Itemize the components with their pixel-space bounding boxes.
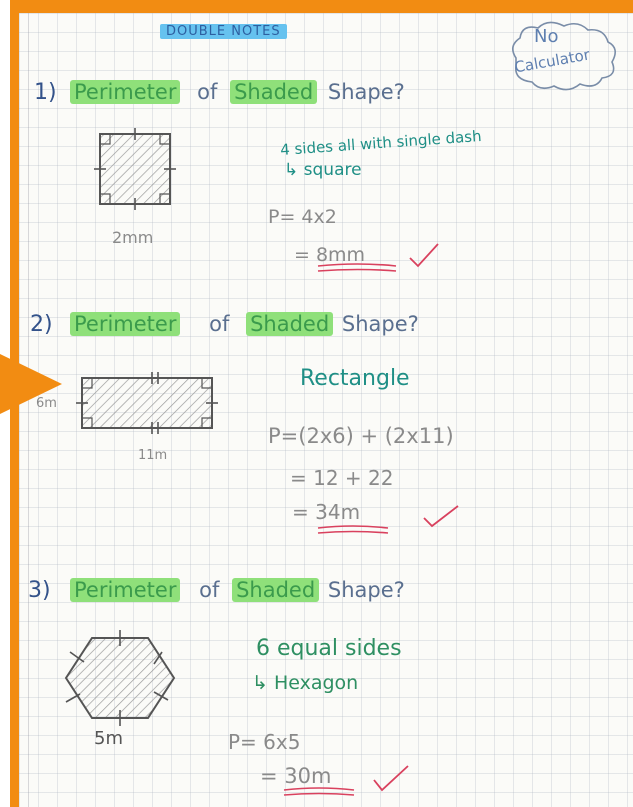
arrow-pointer-icon [0, 354, 62, 414]
section-3-title: Perimeter of Shaded Shape? [70, 578, 405, 602]
square-diagram [94, 128, 176, 210]
section-1-title: Perimeter of Shaded Shape? [70, 80, 405, 104]
section-3-note-line2: ↳ Hexagon [252, 672, 359, 694]
section-2-note-line1: Rectangle [300, 366, 410, 391]
section-3-answer: = 30m [260, 764, 332, 788]
section-1-answer: = 8mm [294, 244, 366, 266]
section-1-word-perimeter: Perimeter [70, 80, 181, 104]
header-label-text: DOUBLE NOTES [160, 24, 287, 39]
section-2-number: 2) [30, 312, 53, 337]
section-2-work-line3: = 34m [292, 500, 360, 524]
section-1-word-shape: Shape? [327, 80, 405, 104]
section-1-word-of: of [197, 80, 218, 104]
header-label: DOUBLE NOTES [160, 24, 287, 39]
section-1-dimension: 2mm [112, 228, 154, 247]
section-3-work-line1: P= 6x5 [228, 730, 301, 754]
section-2-word-of: of [209, 312, 230, 336]
section-2-word-perimeter: Perimeter [70, 312, 181, 336]
section-1-number: 1) [34, 80, 57, 105]
section-1-word-shaded: Shaded [230, 80, 318, 104]
section-1-note-line2: ↳ square [284, 160, 362, 180]
section-2-word-shaded: Shaded [246, 312, 334, 336]
section-2-dimension-height: 6m [36, 396, 57, 411]
section-3-number: 3) [28, 578, 51, 603]
section-3-word-shaded: Shaded [232, 578, 320, 602]
bubble-line1: No [534, 26, 559, 47]
section-2-dimension-width: 11m [138, 448, 168, 463]
section-3-word-shape: Shape? [327, 578, 405, 602]
section-2-title: Perimeter of Shaded Shape? [70, 312, 419, 336]
cloud-bubble-icon [512, 21, 616, 91]
section-3-note-line1: 6 equal sides [256, 636, 402, 661]
section-2-work-line1: P=(2x6) + (2x11) [268, 424, 454, 448]
section-3-word-perimeter: Perimeter [70, 578, 181, 602]
section-2-answer: = 34m [292, 500, 361, 524]
section-2-word-shape: Shape? [341, 312, 419, 336]
section-1-answer-underline-tick [317, 243, 439, 272]
section-3-dimension: 5m [94, 728, 123, 749]
section-1-work-line1: P= 4x2 [268, 206, 337, 228]
section-3-work-line2: = 30m [260, 764, 331, 788]
rectangle-diagram [76, 372, 218, 434]
section-3-word-of: of [199, 578, 220, 602]
section-2-answer-underline-tick [317, 505, 459, 534]
section-2-work-line2: = 12 + 22 [290, 466, 394, 490]
hexagon-diagram [64, 630, 176, 726]
section-1-work-line2: = 8mm [294, 244, 365, 266]
section-3-answer-underline-tick [283, 765, 409, 796]
